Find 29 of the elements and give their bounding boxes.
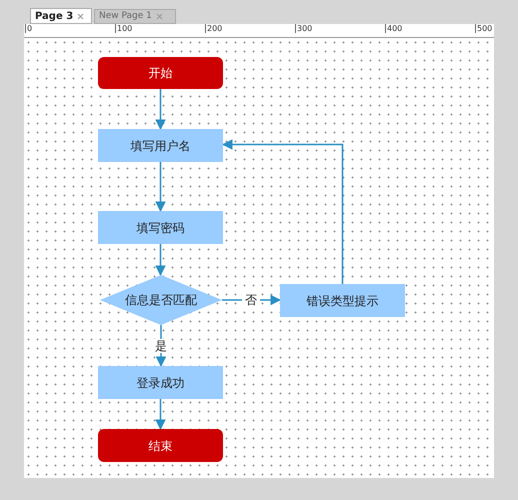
node-label: 开始: [148, 65, 172, 82]
node-label: 登录成功: [136, 374, 184, 392]
tab-title: Page 3: [35, 10, 74, 24]
decision-diamond: [100, 275, 222, 325]
ruler-number: 400: [385, 24, 402, 33]
node-label: 错误类型提示: [306, 292, 378, 310]
ruler-number: 200: [205, 24, 222, 33]
node-label: 信息是否匹配: [125, 292, 197, 309]
process-box: [98, 211, 223, 244]
process-box: [98, 366, 223, 399]
terminal-box: [98, 429, 223, 462]
ruler-number: 100: [115, 24, 132, 33]
ruler-number: 0: [25, 24, 32, 33]
arrow: [155, 399, 166, 430]
arrow: [222, 139, 344, 284]
process-box: [280, 284, 405, 317]
process-box: [98, 129, 223, 162]
arrow: [155, 89, 166, 130]
arrow: [222, 294, 282, 306]
arrow: [155, 244, 166, 276]
ruler-number: 500: [475, 24, 492, 33]
tab-title: New Page 1: [99, 11, 152, 22]
terminal-box: [98, 57, 223, 89]
ruler-number: 300: [295, 24, 312, 33]
node-label: 结束: [148, 438, 172, 454]
edge-label: 否: [242, 293, 260, 307]
node-label: 填写密码: [136, 220, 184, 236]
node-label: 填写用户名: [130, 138, 190, 154]
arrow: [155, 162, 166, 212]
